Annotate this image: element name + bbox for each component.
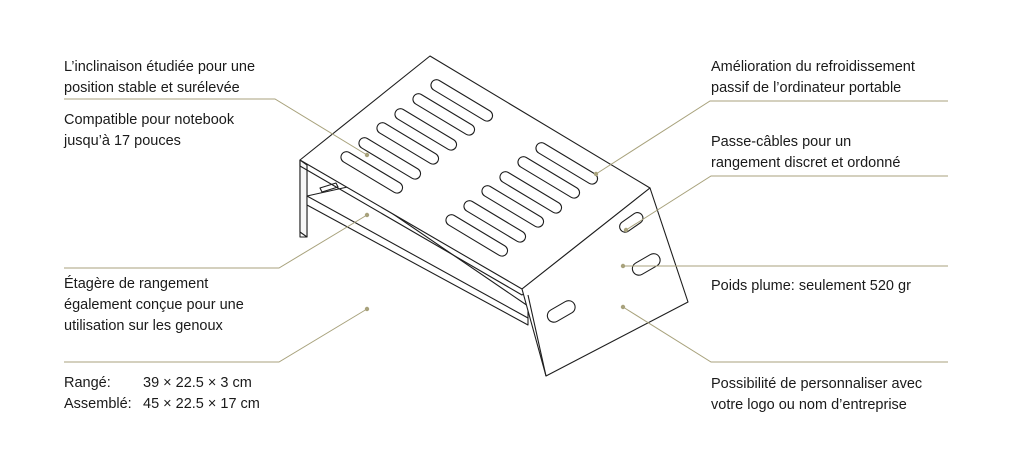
leader-dots xyxy=(364,152,629,312)
leader-cooling xyxy=(595,100,948,175)
label-custom: Possibilité de personnaliser avec votre … xyxy=(711,376,923,413)
label-tilt: L’inclinaison étudiée pour une position … xyxy=(64,59,256,96)
leader-shelf xyxy=(64,214,368,269)
leader-cable xyxy=(625,175,948,231)
label-shelf: Étagère de rangement également conçue po… xyxy=(64,276,244,334)
label-cable: Passe-câbles pour un rangement discret e… xyxy=(711,134,901,171)
cable-slots xyxy=(546,212,661,323)
dimension-assembled-label: Assemblé: xyxy=(64,396,132,412)
label-cooling: Amélioration du refroidissement passif d… xyxy=(711,59,915,96)
laptop-stand-illustration xyxy=(299,55,689,377)
vent-slots-left xyxy=(340,79,494,194)
side-panel xyxy=(521,187,689,377)
vent-slots-right xyxy=(445,142,599,257)
dimension-stored: Rangé: 39 × 22.5 × 3 cm xyxy=(64,373,260,394)
storage-shelf xyxy=(306,185,529,326)
dimension-stored-value: 39 × 22.5 × 3 cm xyxy=(143,375,252,391)
dimension-stored-label: Rangé: xyxy=(64,375,111,391)
dimension-assembled-value: 45 × 22.5 × 17 cm xyxy=(143,396,260,412)
dimension-assembled: Assemblé: 45 × 22.5 × 17 cm xyxy=(64,394,260,415)
leader-knee xyxy=(64,308,368,363)
label-weight: Poids plume: seulement 520 gr xyxy=(711,278,911,294)
leader-custom xyxy=(622,306,948,363)
label-compatible: Compatible pour notebook jusqu’à 17 pouc… xyxy=(64,112,235,149)
leader-lines xyxy=(64,98,948,363)
dimensions-block: Rangé: 39 × 22.5 × 3 cm Assemblé: 45 × 2… xyxy=(64,373,260,415)
leader-tilt xyxy=(64,98,368,156)
